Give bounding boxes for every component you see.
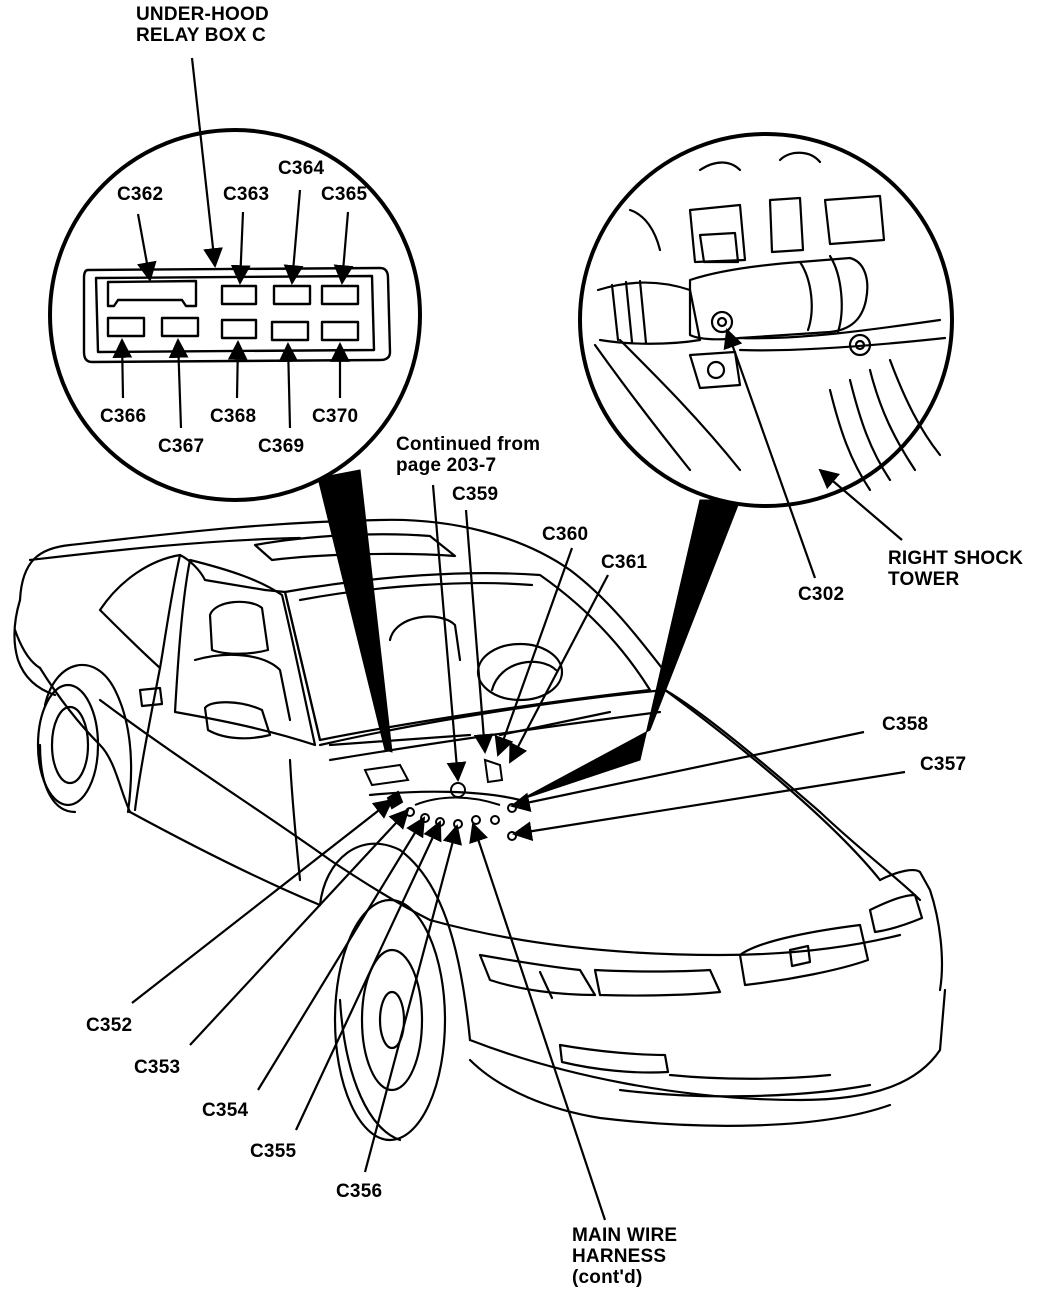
label-c355: C355 xyxy=(250,1141,297,1162)
label-c360: C360 xyxy=(542,524,589,545)
harness-label-line2: HARNESS xyxy=(572,1246,667,1267)
label-c356: C356 xyxy=(336,1181,383,1202)
relay-box-title-line2: RELAY BOX C xyxy=(136,25,266,46)
callout-pointer-left xyxy=(317,469,393,753)
continued-note-line2: page 203-7 xyxy=(396,455,497,476)
shock-tower-label-line1: RIGHT SHOCK xyxy=(888,548,1024,569)
label-c365: C365 xyxy=(321,184,368,205)
label-c369: C369 xyxy=(258,436,305,457)
leader-lines xyxy=(112,57,906,1221)
engine-bay-components xyxy=(363,758,517,841)
label-c359: C359 xyxy=(452,484,499,505)
shock-tower-callout xyxy=(519,132,954,801)
label-c370: C370 xyxy=(312,406,359,427)
harness-label-line1: MAIN WIRE xyxy=(572,1225,678,1246)
label-c363: C363 xyxy=(223,184,270,205)
relay-box-title-line1: UNDER-HOOD xyxy=(136,4,269,25)
label-c367: C367 xyxy=(158,436,205,457)
label-c352: C352 xyxy=(86,1015,133,1036)
shock-tower-label-line2: TOWER xyxy=(888,569,960,590)
label-c366: C366 xyxy=(100,406,147,427)
label-c357: C357 xyxy=(920,754,967,775)
label-c368: C368 xyxy=(210,406,257,427)
callout-pointer-right xyxy=(519,499,741,801)
label-c362: C362 xyxy=(117,184,164,205)
relay-box-callout xyxy=(48,128,422,753)
label-c353: C353 xyxy=(134,1057,181,1078)
label-c302: C302 xyxy=(798,584,845,605)
continued-note-line1: Continued from xyxy=(396,434,541,455)
label-c358: C358 xyxy=(882,714,929,735)
car-body xyxy=(13,518,947,1142)
label-c361: C361 xyxy=(601,552,648,573)
label-c364: C364 xyxy=(278,158,325,179)
harness-label-line3: (cont'd) xyxy=(572,1267,643,1288)
label-c354: C354 xyxy=(202,1100,249,1121)
